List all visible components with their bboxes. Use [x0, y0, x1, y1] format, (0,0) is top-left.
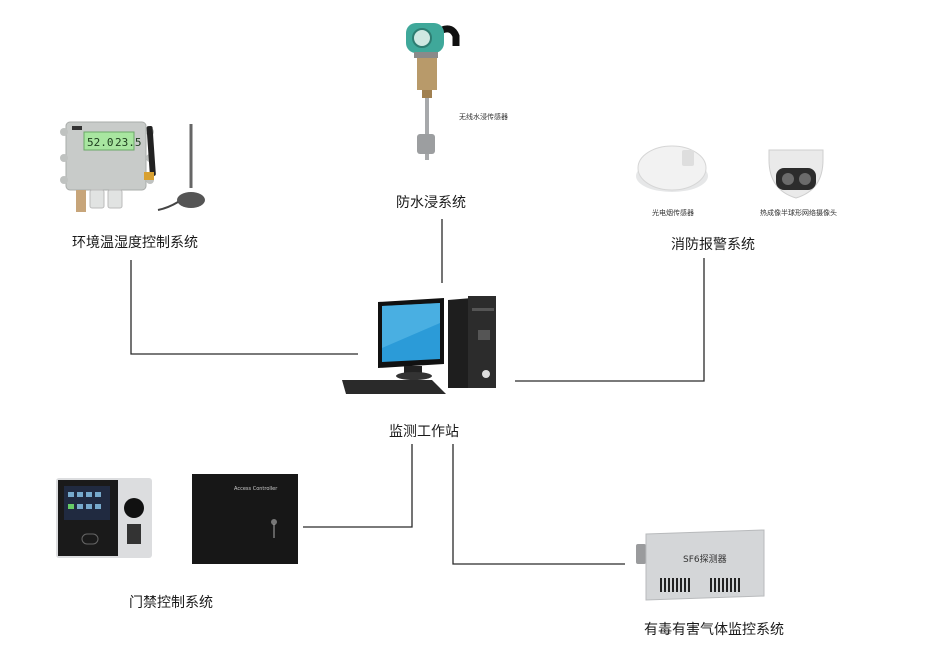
water-sensor-caption: 无线水浸传感器	[459, 113, 508, 121]
label-water-system: 防水浸系统	[396, 195, 466, 211]
connector-fire	[515, 258, 705, 382]
fire-devices-icon	[636, 145, 824, 199]
access-controller-caption: Access Controller	[234, 486, 278, 492]
thermal-camera-caption: 热成像半球形网络摄像头	[760, 209, 837, 217]
access-devices-icon: Access Controller	[56, 474, 298, 564]
smoke-detector-icon	[636, 145, 708, 192]
label-fire-system: 消防报警系统	[671, 237, 755, 253]
face-fingerprint-terminal-icon	[56, 478, 152, 558]
label-access-system: 门禁控制系统	[129, 595, 213, 611]
label-workstation: 监测工作站	[389, 424, 459, 440]
connector-access	[303, 444, 413, 528]
sf6-detector-caption: SF6探测器	[683, 553, 727, 565]
lcd-humidity: 52.0	[87, 136, 114, 149]
sf6-detector-icon: SF6探测器	[636, 529, 765, 601]
workstation-computer-icon	[342, 296, 496, 394]
temperature-humidity-controller-icon: 52.0 23.5	[60, 121, 205, 212]
smoke-detector-caption: 光电烟传感器	[652, 209, 694, 217]
label-gas-system: 有毒有害气体监控系统	[644, 622, 784, 638]
lcd-temperature: 23.5	[115, 136, 142, 149]
water-immersion-sensor-icon	[406, 23, 460, 160]
connector-env	[130, 260, 358, 355]
access-controller-box-icon: Access Controller	[192, 474, 298, 564]
label-env-system: 环境温湿度控制系统	[72, 235, 198, 251]
connector-gas	[452, 444, 625, 565]
thermal-dome-camera-icon	[768, 149, 824, 199]
